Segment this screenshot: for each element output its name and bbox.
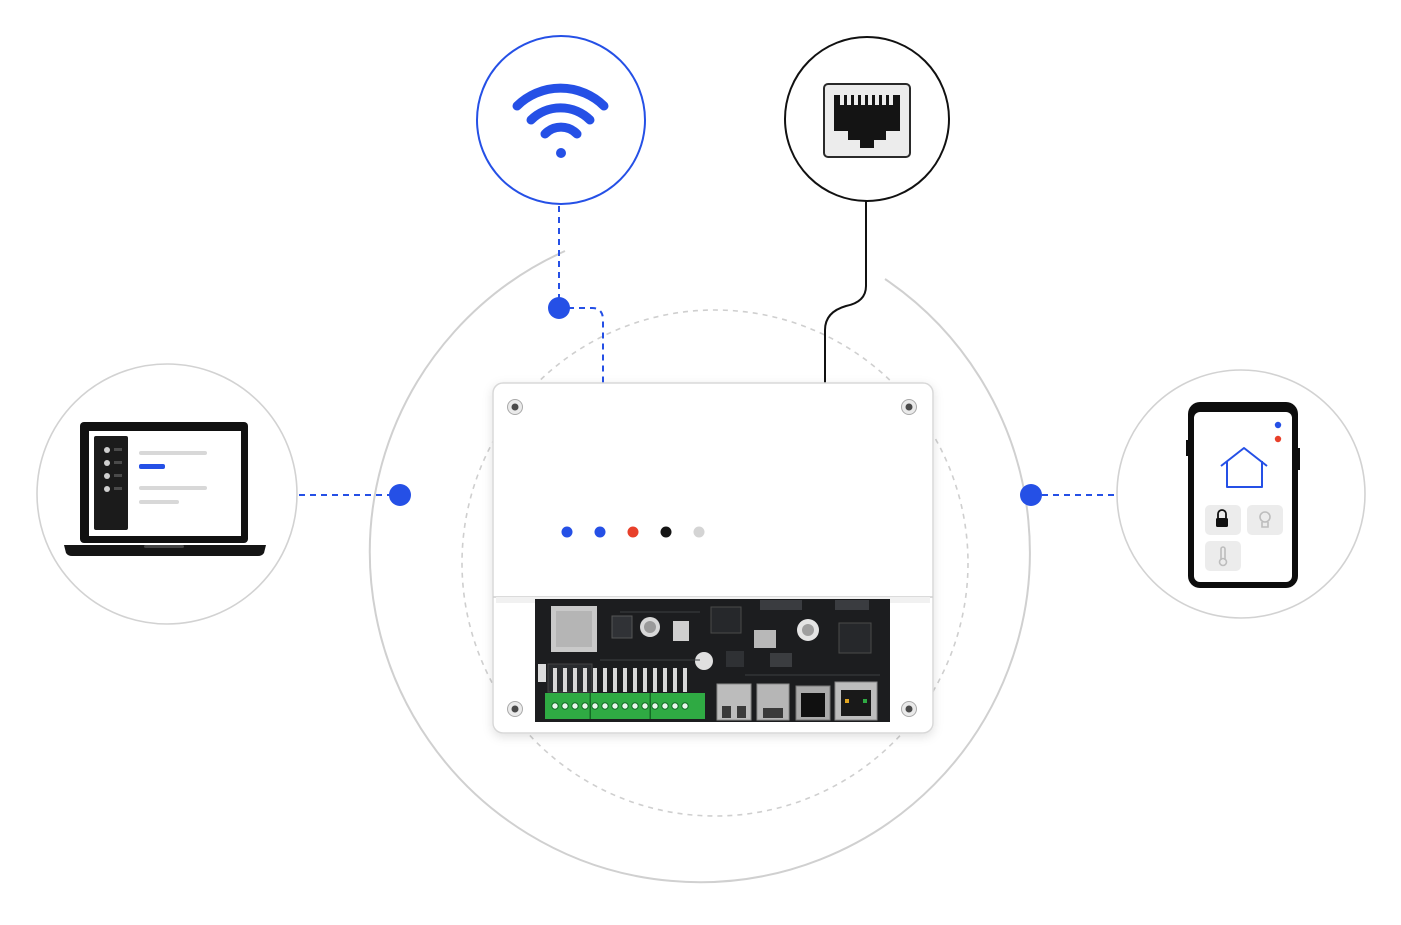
terminal-screw <box>621 702 629 710</box>
status-led <box>660 526 672 538</box>
laptop-link-dot <box>389 484 411 506</box>
terminal-pin <box>613 668 617 692</box>
status-led <box>627 526 639 538</box>
smartphone-icon <box>1186 402 1300 588</box>
laptop-icon <box>64 422 266 556</box>
enclosure-screws <box>507 399 917 717</box>
terminal-pin <box>643 668 647 692</box>
terminal-screw <box>631 702 639 710</box>
status-leds <box>561 526 705 538</box>
inner-dashed-ring <box>461 309 969 817</box>
wifi-link <box>558 206 604 383</box>
wifi-icon <box>512 83 609 158</box>
ethernet-node <box>784 36 950 202</box>
usb-ports <box>716 683 790 721</box>
lightbulb-icon <box>1259 511 1271 528</box>
terminal-pin <box>563 668 567 692</box>
terminal-pin <box>603 668 607 692</box>
ethernet-port-icon <box>823 83 911 158</box>
terminal-pin <box>653 668 657 692</box>
home-icon <box>1220 447 1268 488</box>
terminal-screw <box>571 702 579 710</box>
terminal-screw <box>601 702 609 710</box>
terminal-screw <box>551 702 559 710</box>
wifi-link-dot <box>548 297 570 319</box>
terminal-screw <box>671 702 679 710</box>
terminal-divider <box>649 693 651 719</box>
terminal-block <box>591 668 651 719</box>
controller-device-icon <box>492 382 934 734</box>
terminal-pin <box>663 668 667 692</box>
terminal-block <box>651 668 689 710</box>
terminal-pin <box>673 668 677 692</box>
terminal-divider <box>589 693 591 719</box>
laptop-node <box>36 363 298 625</box>
terminal-pin <box>593 668 597 692</box>
status-led <box>594 526 606 538</box>
terminal-screw <box>681 702 689 710</box>
rj45-ports <box>795 681 878 721</box>
terminal-pin <box>683 668 687 692</box>
status-led <box>561 526 573 538</box>
wifi-node <box>476 35 646 205</box>
terminal-pin <box>633 668 637 692</box>
terminal-pin <box>583 668 587 692</box>
terminal-blocks <box>551 668 689 719</box>
status-led <box>693 526 705 538</box>
terminal-screw <box>581 702 589 710</box>
terminal-screw <box>641 702 649 710</box>
phone-link-dot <box>1020 484 1042 506</box>
phone-node <box>1116 369 1366 619</box>
terminal-pin <box>553 668 557 692</box>
thermometer-icon <box>1218 546 1228 567</box>
terminal-screw <box>611 702 619 710</box>
outer-ring <box>368 250 1031 884</box>
terminal-screw <box>661 702 669 710</box>
terminal-screw <box>591 702 599 710</box>
terminal-block <box>551 668 591 719</box>
terminal-screw <box>651 702 659 710</box>
terminal-pin <box>623 668 627 692</box>
terminal-pin <box>573 668 577 692</box>
circuit-board <box>535 599 890 722</box>
terminal-screw <box>561 702 569 710</box>
lock-icon <box>1216 509 1228 527</box>
ethernet-cable <box>824 201 867 383</box>
